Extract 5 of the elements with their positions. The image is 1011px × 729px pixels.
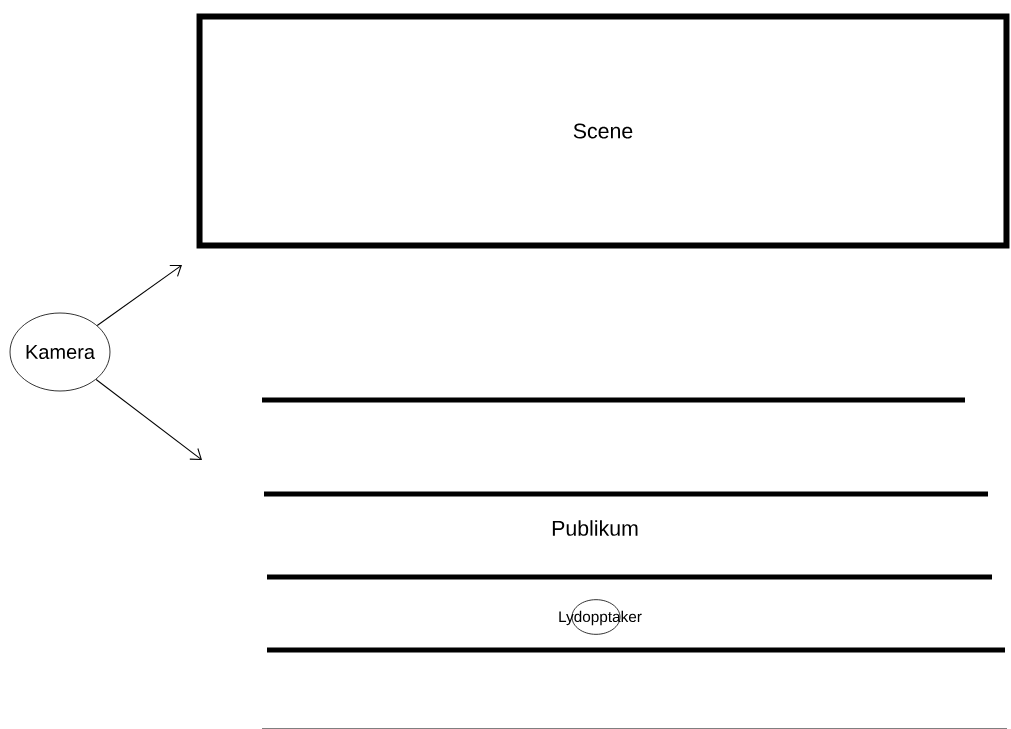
stage-box: Scene bbox=[196, 13, 1010, 249]
label: Publikum bbox=[552, 520, 638, 536]
arrow bbox=[95, 378, 202, 460]
label: Lydopptaker bbox=[559, 610, 642, 626]
arrow bbox=[96, 265, 182, 326]
